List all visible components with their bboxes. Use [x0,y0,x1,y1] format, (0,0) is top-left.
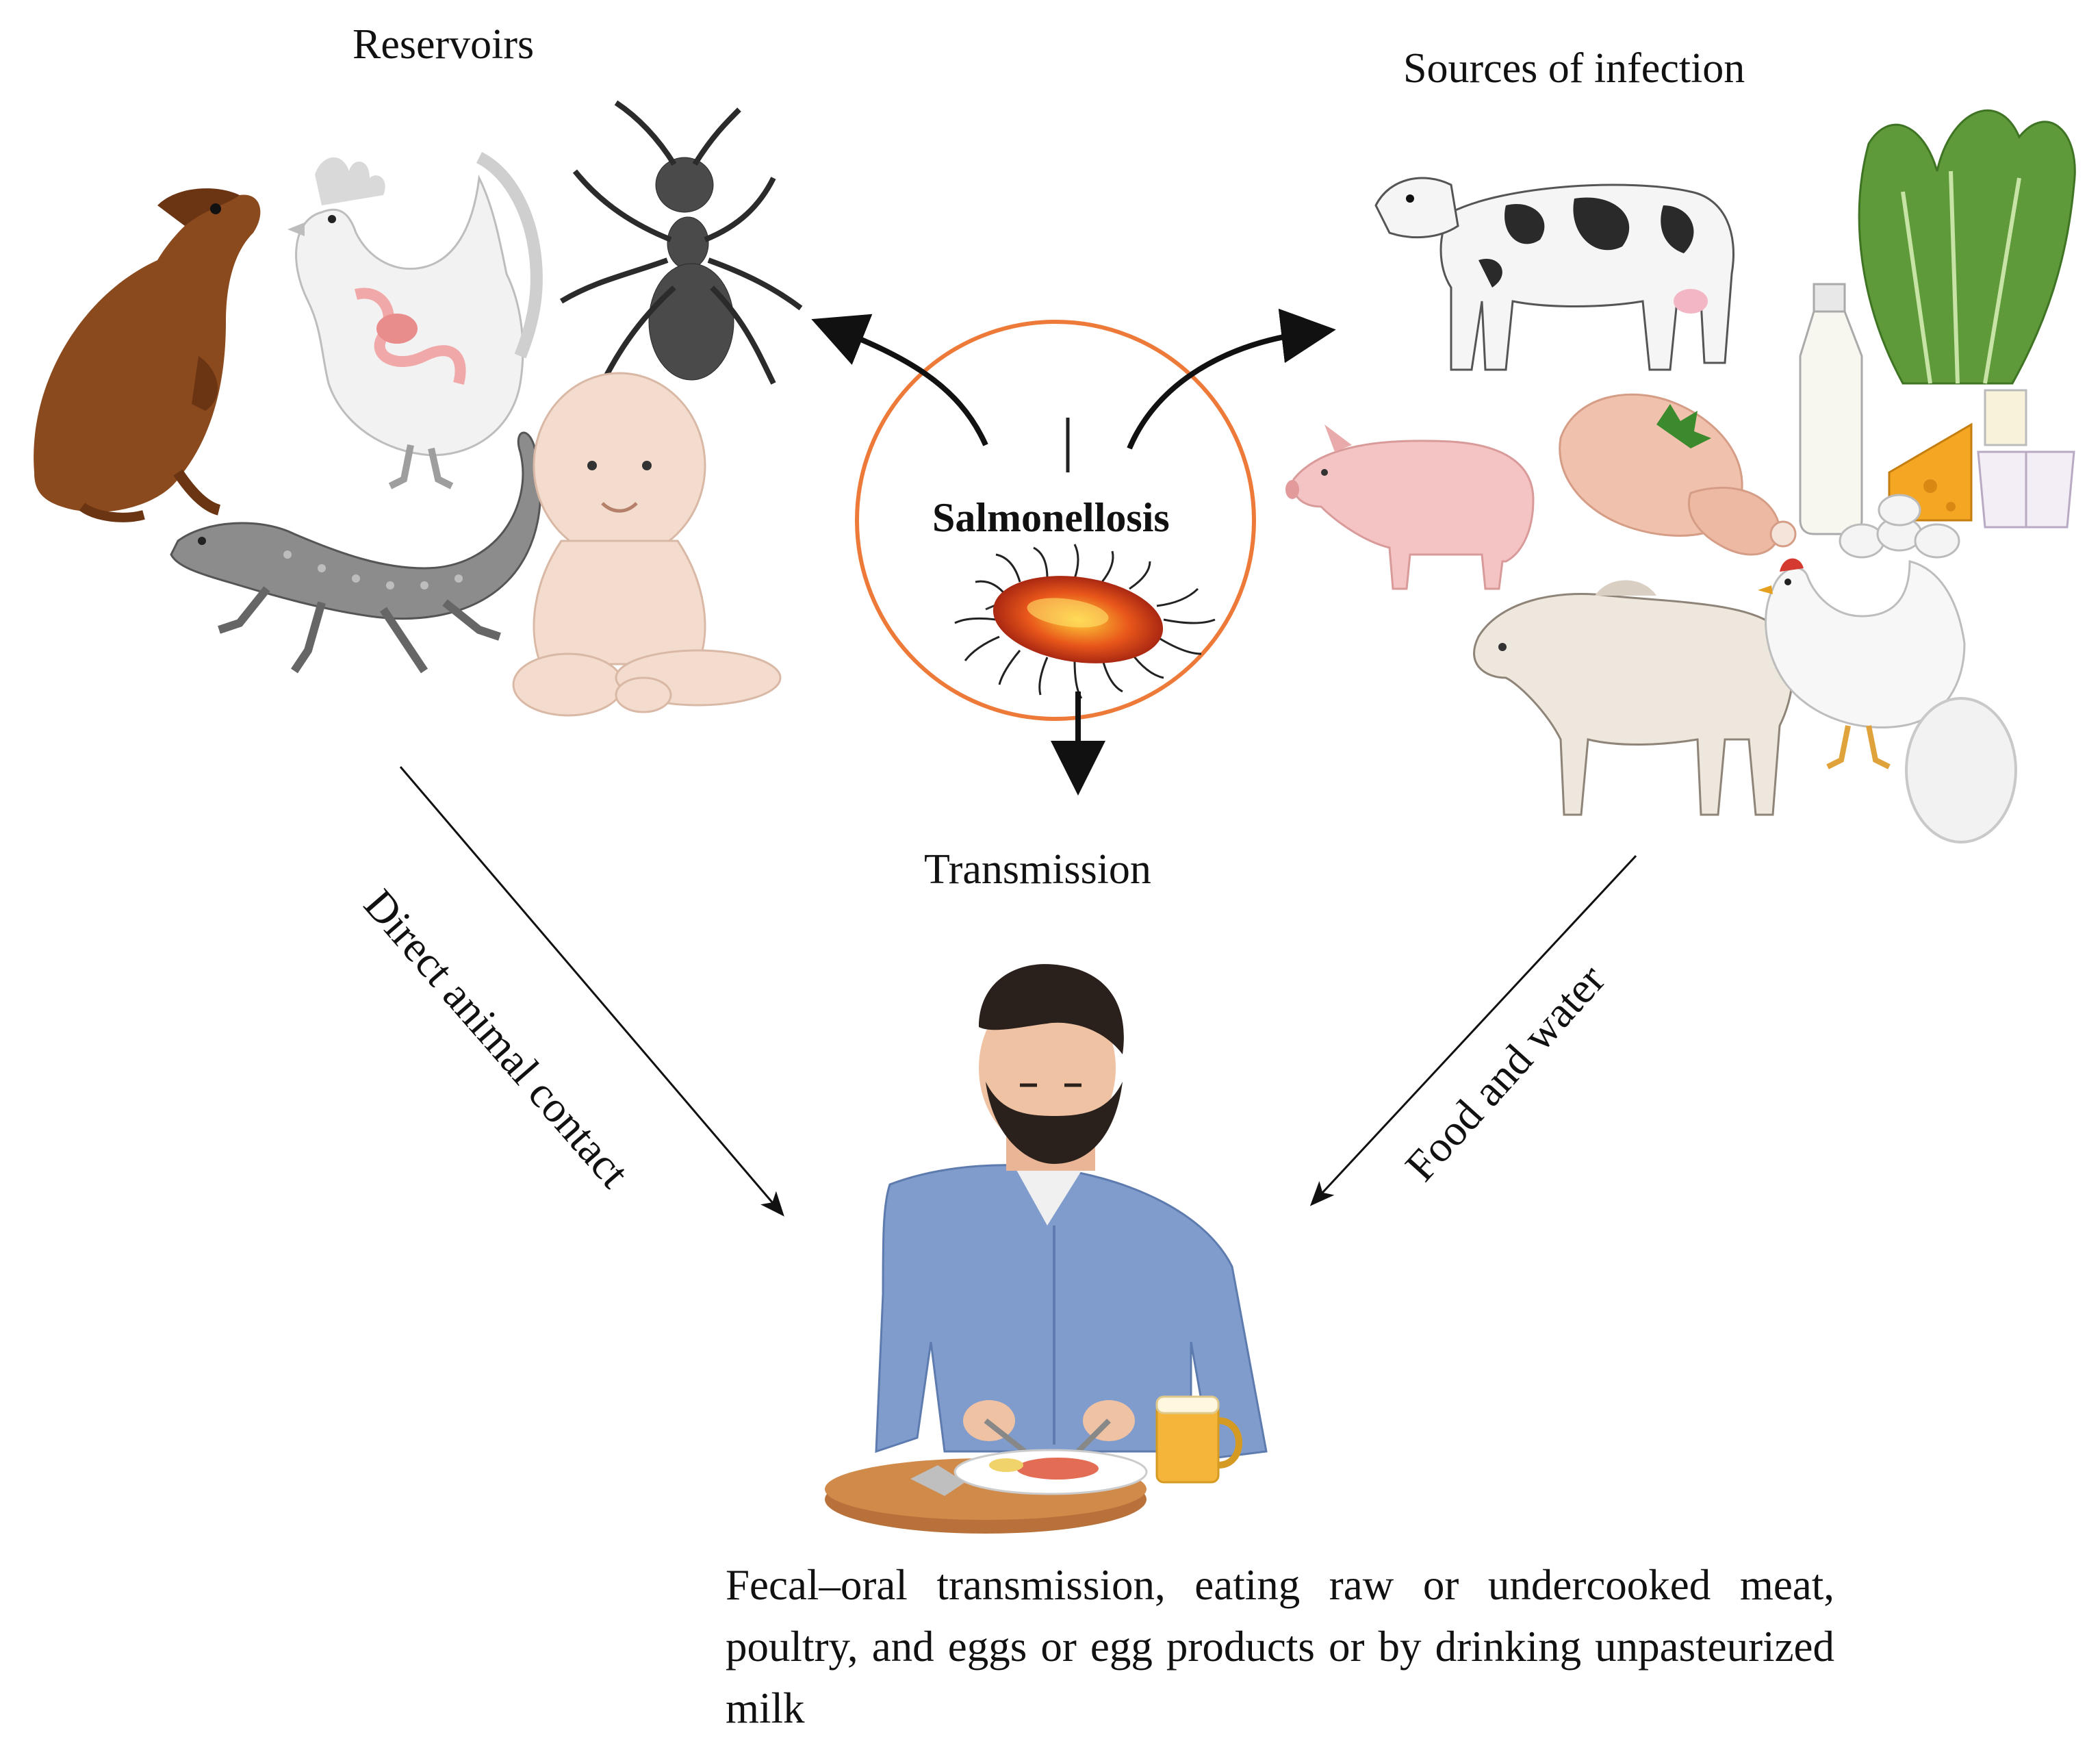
bacterium-icon [954,544,1216,699]
chicken-legs-icon [1559,393,1797,556]
agouti-icon [34,188,261,522]
zebu-icon [1473,580,1794,816]
rooster-icon [287,151,543,490]
cow-icon [1374,177,1734,371]
transmission-label: Transmission [924,846,1151,893]
yogurt-icon [1977,389,2075,529]
eggs-icon [1839,494,1960,559]
hen-icon [1758,558,1966,770]
arrow-food-water [1309,854,1637,1206]
arrow-to-sources [1127,308,1336,450]
milk-bottle-icon [1799,283,1863,535]
ant-icon [559,100,803,385]
egg-icon [1905,697,2017,843]
baby-icon [512,372,782,717]
reservoirs-label: Reservoirs [353,21,535,68]
arrow-to-reservoirs [811,314,988,446]
lizard-icon [170,431,542,674]
pig-icon [1285,424,1535,590]
transmission-caption: Fecal–oral transmission, eating raw or u… [726,1561,1834,1732]
center-label: Salmonellosis [932,495,1170,540]
sources-label: Sources of infection [1403,45,1745,92]
lettuce-icon [1858,109,2076,385]
man-eating-icon [825,964,1268,1534]
arrow-direct-contact [399,766,784,1217]
